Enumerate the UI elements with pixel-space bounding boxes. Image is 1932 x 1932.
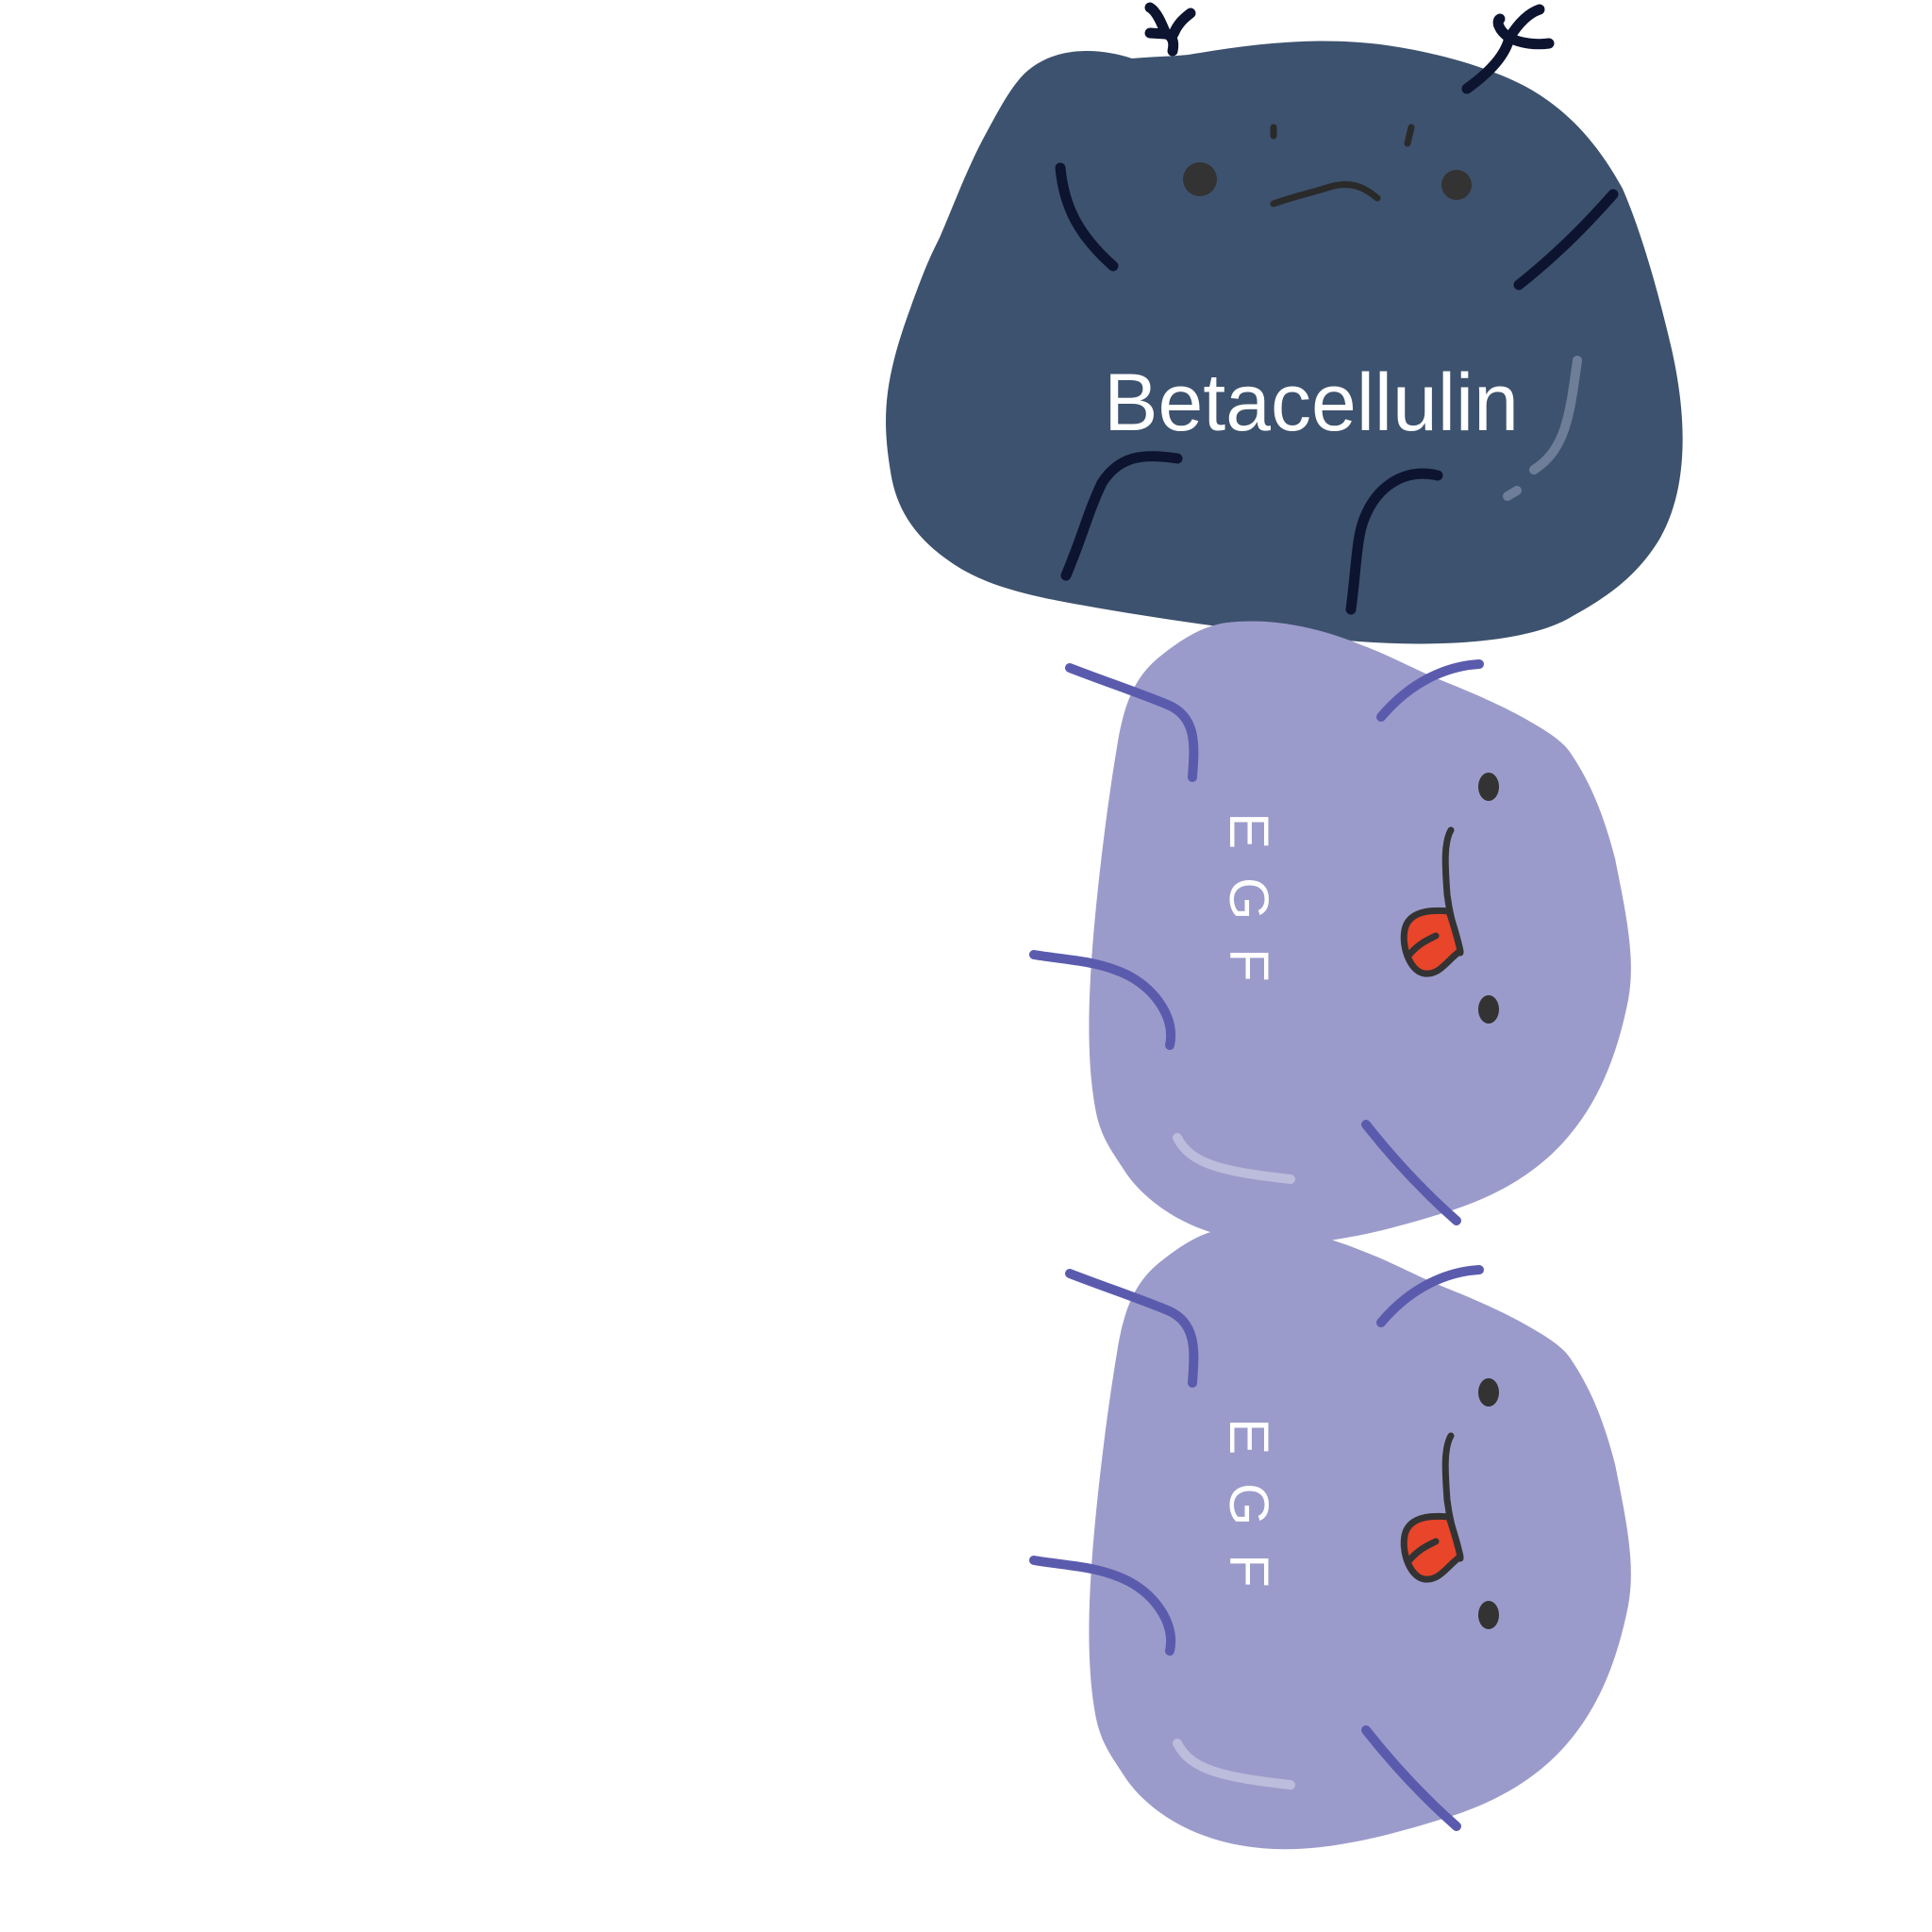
egf-limb-lower-left <box>1029 950 1176 1050</box>
betacellulin-antenna-right <box>1461 4 1555 94</box>
betacellulin-arm-right <box>1513 189 1619 291</box>
betacellulin-blob <box>886 41 1683 644</box>
egf-limb-upper-right <box>1376 1265 1484 1327</box>
betacellulin-arm-left <box>1055 162 1119 272</box>
betacellulin-label: Betacellulin <box>1104 358 1519 448</box>
egf-molecule-2: EGF <box>1029 1226 1631 1850</box>
egf-eye-bottom <box>1478 1601 1499 1629</box>
egf-highlight <box>1173 1739 1295 1790</box>
betacellulin-brow-right <box>1404 124 1415 147</box>
egf-eye-bottom <box>1478 995 1499 1024</box>
egf-tongue-line <box>1406 932 1440 958</box>
egf-limb-lower-left <box>1029 1556 1176 1656</box>
betacellulin-mouth <box>1270 181 1381 208</box>
egf-limb-upper-left <box>1065 1269 1199 1388</box>
egf-label: EGF <box>1218 812 1279 1009</box>
egf-tongue-line <box>1406 1538 1440 1564</box>
egf-label: EGF <box>1218 1418 1279 1615</box>
egf-eye-top <box>1478 773 1499 801</box>
betacellulin-highlight-dot <box>1503 486 1522 501</box>
egf-tongue <box>1400 907 1464 977</box>
egf-limb-lower-right <box>1361 1120 1461 1225</box>
betacellulin-eye-right <box>1441 170 1472 200</box>
betacellulin-leg-right <box>1345 468 1443 615</box>
egf-molecule-1: EGF <box>1029 621 1631 1244</box>
betacellulin-antenna-left <box>1144 2 1196 57</box>
egf-limb-upper-right <box>1376 659 1484 722</box>
betacellulin-highlight <box>1529 356 1582 475</box>
egf-highlight <box>1173 1133 1295 1184</box>
egf-blob <box>1089 1226 1631 1850</box>
egf-tongue <box>1400 1512 1464 1583</box>
betacellulin-leg-left <box>1060 451 1183 581</box>
egf-blob <box>1089 621 1631 1244</box>
betacellulin-eye-left <box>1183 162 1217 196</box>
egf-limb-upper-left <box>1065 663 1199 782</box>
egf-eye-top <box>1478 1378 1499 1407</box>
betacellulin-molecule: Betacellulin <box>886 2 1683 644</box>
egf-limb-lower-right <box>1361 1725 1461 1831</box>
